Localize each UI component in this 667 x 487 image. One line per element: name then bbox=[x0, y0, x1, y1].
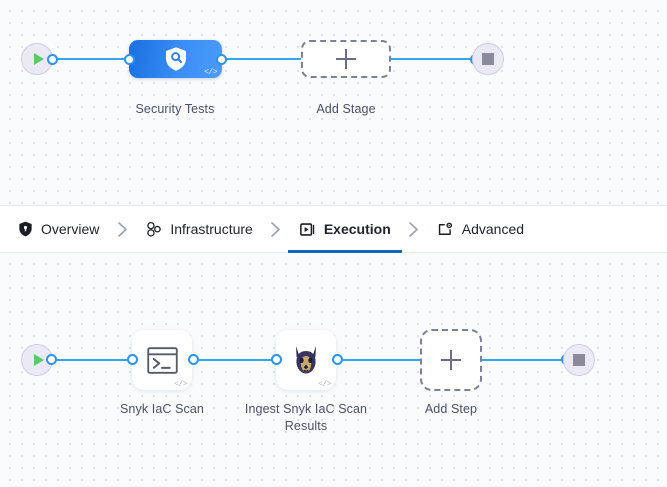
tab-separator-1 bbox=[101, 221, 143, 238]
shield-search-icon bbox=[165, 47, 186, 71]
plus-icon bbox=[336, 49, 356, 69]
add-stage-button[interactable] bbox=[301, 40, 391, 78]
wire-security-tests-to-add-stage bbox=[220, 58, 302, 61]
tab-overview[interactable]: Overview bbox=[16, 206, 101, 253]
tab-label-execution: Execution bbox=[323, 221, 391, 237]
wire-snyk-iac-scan-to-ingest bbox=[192, 359, 278, 362]
card-gear-icon bbox=[437, 221, 454, 238]
step-label-ingest-snyk-iac-scan-results: Ingest Snyk IaC Scan Results bbox=[244, 402, 368, 433]
code-badge: </> bbox=[204, 68, 217, 77]
terminal-icon bbox=[146, 346, 178, 374]
stop-icon bbox=[573, 354, 585, 366]
plus-icon bbox=[441, 350, 461, 370]
ingest-input-port[interactable] bbox=[271, 354, 282, 365]
tab-execution[interactable]: Execution bbox=[287, 206, 402, 253]
stop-icon bbox=[482, 53, 494, 65]
step-end-node[interactable] bbox=[563, 344, 595, 376]
tab-label-infrastructure: Infrastructure bbox=[170, 221, 253, 237]
step-node-snyk-iac-scan[interactable]: </> bbox=[132, 330, 192, 390]
pipeline-tab-bar: Overview Infrastructure bbox=[0, 205, 667, 253]
stage-end-node[interactable] bbox=[472, 43, 504, 75]
security-tests-output-port[interactable] bbox=[216, 54, 227, 65]
code-badge: </> bbox=[318, 380, 331, 389]
wire-ingest-to-add-step bbox=[336, 359, 420, 362]
tab-infrastructure[interactable]: Infrastructure bbox=[143, 206, 254, 253]
step-label-add-step: Add Step bbox=[424, 402, 478, 416]
stage-start-output-port[interactable] bbox=[47, 54, 58, 65]
shield-icon bbox=[18, 221, 33, 237]
play-icon bbox=[33, 53, 44, 65]
step-label-snyk-iac-scan: Snyk IaC Scan bbox=[120, 402, 204, 416]
tab-label-advanced: Advanced bbox=[461, 221, 525, 237]
stage-label-add-stage: Add Stage bbox=[316, 102, 376, 116]
stage-label-security-tests: Security Tests bbox=[135, 102, 215, 116]
play-box-icon bbox=[299, 221, 316, 238]
step-node-ingest-snyk-iac-scan-results[interactable]: </> bbox=[276, 330, 336, 390]
wire-start-to-security-tests bbox=[48, 58, 134, 61]
step-canvas[interactable]: </> Snyk IaC Scan </> Ingest Snyk IaC Sc… bbox=[0, 253, 667, 487]
tab-separator-2 bbox=[255, 221, 297, 238]
tab-advanced[interactable]: Advanced bbox=[435, 206, 526, 253]
nodes-cluster-icon bbox=[145, 221, 162, 238]
security-tests-input-port[interactable] bbox=[124, 54, 135, 65]
stage-canvas[interactable]: </> Security Tests Add Stage bbox=[0, 0, 667, 205]
ingest-output-port[interactable] bbox=[332, 354, 343, 365]
wire-add-stage-to-end bbox=[390, 58, 475, 61]
snyk-iac-scan-output-port[interactable] bbox=[188, 354, 199, 365]
stage-node-security-tests[interactable]: </> bbox=[129, 40, 222, 78]
add-step-button[interactable] bbox=[420, 329, 482, 391]
wire-start-to-snyk-iac-scan bbox=[48, 359, 136, 362]
code-badge: </> bbox=[174, 380, 187, 389]
tab-label-overview: Overview bbox=[41, 221, 100, 237]
wire-add-step-to-end bbox=[482, 359, 567, 362]
tab-separator-3 bbox=[393, 221, 435, 238]
snyk-doberman-icon bbox=[296, 346, 316, 374]
play-icon bbox=[33, 354, 44, 366]
snyk-iac-scan-input-port[interactable] bbox=[127, 354, 138, 365]
step-start-output-port[interactable] bbox=[46, 354, 57, 365]
